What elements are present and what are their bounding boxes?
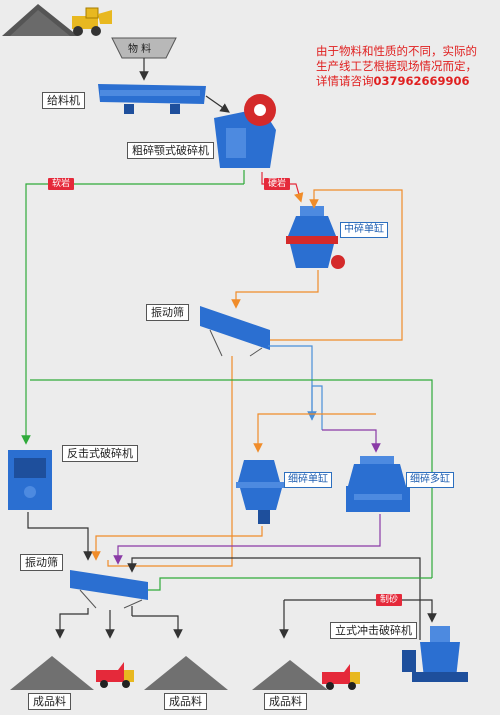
dump-truck-icon-2 bbox=[322, 664, 360, 690]
vibrating-feeder bbox=[98, 84, 206, 114]
impact-crusher-label: 反击式破碎机 bbox=[62, 445, 138, 462]
product-pile-2 bbox=[144, 656, 228, 690]
medium-cone-crusher bbox=[286, 206, 345, 269]
vsi-crusher bbox=[402, 626, 468, 682]
feeder-label: 给料机 bbox=[42, 92, 85, 109]
fine-multi-cone-crusher bbox=[346, 456, 410, 512]
vibrating-screen-1 bbox=[200, 306, 270, 357]
product-label-3: 成品料 bbox=[264, 693, 307, 710]
screen-1-label: 振动筛 bbox=[146, 304, 189, 321]
wheel-loader-icon bbox=[72, 7, 112, 36]
note-line-1: 由于物料和性质的不同，实际的 bbox=[316, 44, 477, 58]
impact-crusher bbox=[8, 450, 52, 510]
raw-material-pile bbox=[2, 4, 78, 36]
fine-single-cone-crusher bbox=[236, 460, 284, 524]
note-line-3: 详情请咨询037962669906 bbox=[316, 74, 498, 89]
vibrating-screen-2 bbox=[70, 570, 148, 609]
sand-making-tag: 制砂 bbox=[376, 594, 403, 606]
soft-rock-tag: 软岩 bbox=[48, 178, 75, 190]
fine-single-cone-label: 细碎单缸 bbox=[284, 472, 332, 488]
product-label-1: 成品料 bbox=[28, 693, 71, 710]
note-line-2: 生产线工艺根据现场情况而定， bbox=[316, 59, 477, 73]
product-label-2: 成品料 bbox=[164, 693, 207, 710]
jaw-crusher bbox=[214, 94, 276, 168]
product-pile-1 bbox=[10, 656, 94, 690]
hopper bbox=[111, 37, 177, 59]
screen-2-label: 振动筛 bbox=[20, 554, 63, 571]
fine-multi-cone-label: 细碎多缸 bbox=[406, 472, 454, 488]
vsi-crusher-label: 立式冲击破碎机 bbox=[330, 622, 417, 639]
hard-rock-tag: 硬岩 bbox=[264, 178, 291, 190]
medium-cone-label: 中碎单缸 bbox=[340, 222, 388, 238]
note-line-3-prefix: 详情请咨询 bbox=[316, 74, 374, 88]
product-pile-3 bbox=[252, 660, 328, 690]
jaw-crusher-label: 粗碎颚式破碎机 bbox=[127, 142, 214, 159]
hopper-label: 物 料 bbox=[128, 44, 152, 55]
process-note: 由于物料和性质的不同，实际的 生产线工艺根据现场情况而定， 详情请咨询03796… bbox=[316, 44, 498, 89]
dump-truck-icon-1 bbox=[96, 662, 134, 688]
phone-number: 037962669906 bbox=[373, 74, 470, 88]
